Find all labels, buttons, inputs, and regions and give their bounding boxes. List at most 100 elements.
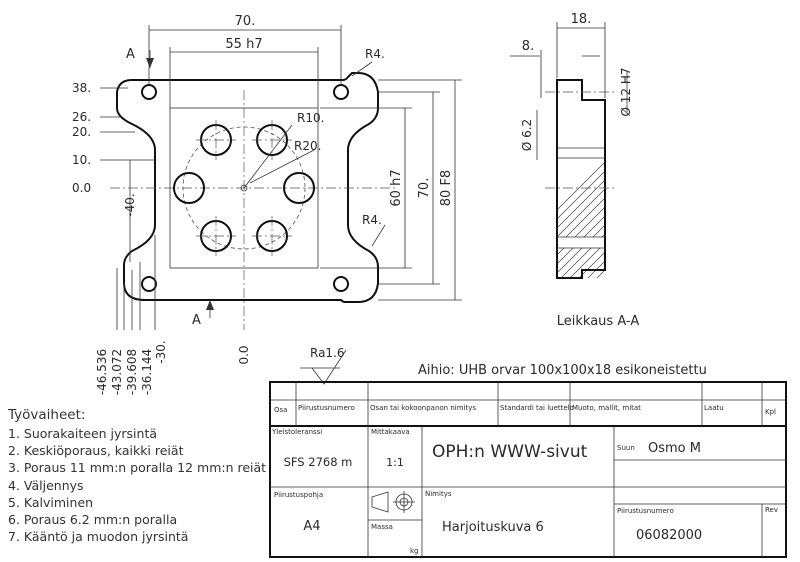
tb-yleistoleranssi-h: Yleistoleranssi	[271, 428, 322, 436]
hatch-line	[675, 90, 800, 290]
hatch-line	[560, 248, 592, 278]
hatch-line	[675, 90, 800, 290]
dim-r4-bot: R4.	[362, 213, 382, 227]
hatch-line	[557, 179, 605, 229]
ord-x-46536: -46.536	[95, 349, 109, 395]
dim-70-vert: 70.	[417, 178, 432, 199]
dim-r4-top: R4.	[365, 47, 385, 61]
hatch-line	[621, 90, 800, 290]
ord-10: 10.	[72, 153, 91, 167]
tb-yleistoleranssi: SFS 2768 m	[284, 455, 353, 469]
pitch-circle	[182, 126, 306, 250]
hatch-line	[578, 251, 605, 278]
ord-x-43072: -43.072	[110, 349, 124, 395]
tb-standardi: Standardi tai luettelo	[500, 404, 574, 412]
hole	[283, 172, 315, 204]
hatch-line	[585, 90, 785, 290]
r10-leader	[243, 124, 293, 189]
hatch-line	[557, 248, 574, 265]
hatch-line	[594, 90, 794, 290]
work-steps-list: 1. Suorakaiteen jyrsintä 2. Keskiöporaus…	[8, 425, 278, 545]
dim-70: 70.	[235, 14, 256, 29]
front-dimensions	[100, 25, 462, 330]
hatch-line	[612, 90, 800, 290]
hatch-line	[603, 90, 800, 290]
dim-18: 18.	[571, 12, 592, 27]
section-mark-bottom: A	[192, 313, 201, 328]
tb-nimitys: Harjoituskuva 6	[442, 520, 544, 535]
work-step: 3. Poraus 11 mm:n poralla 12 mm:n reiät	[8, 460, 267, 476]
hatch-line	[630, 90, 800, 290]
blank-note: Aihio: UHB orvar 100x100x18 esikoneistet…	[418, 363, 707, 378]
work-step: 6. Poraus 6.2 mm:n poralla	[8, 512, 178, 528]
tb-piir-no-h: Piirustusnumero	[617, 507, 674, 515]
hatch-line	[603, 90, 800, 290]
hatch-line	[557, 248, 583, 274]
hatch-line	[657, 90, 800, 290]
ord-x-40: -40.	[123, 193, 137, 216]
hatch-line	[666, 90, 800, 290]
work-step: 1. Suorakaiteen jyrsintä	[8, 426, 158, 441]
tb-piirustuspohja: A4	[303, 519, 320, 534]
hatch-line	[630, 90, 800, 290]
hatch-line	[522, 90, 722, 290]
hatch-line	[612, 90, 800, 290]
dim-60h7: 60 h7	[389, 169, 404, 206]
hatch-line	[639, 90, 800, 290]
hatch-line	[693, 90, 800, 290]
hatch-line	[684, 90, 800, 290]
tb-kg: kg	[410, 547, 419, 555]
dim-r20: R20.	[294, 139, 321, 153]
front-view	[110, 50, 395, 330]
work-step: 7. Kääntö ja muodon jyrsintä	[8, 529, 189, 545]
work-steps: Työvaiheet: 1. Suorakaiteen jyrsintä 2. …	[8, 407, 278, 545]
ord-26: 26.	[72, 110, 91, 124]
bolt-holes	[173, 120, 315, 256]
ord-38: 38.	[72, 81, 91, 95]
corner-hole	[141, 276, 157, 292]
dimension-labels: 70. 55 h7 R4. R10. R20. R4. A A 60 h7 70…	[72, 12, 707, 395]
tb-massa-h: Massa	[371, 523, 393, 531]
hatch-line	[513, 90, 713, 290]
hatch-line	[675, 90, 800, 290]
center-hole	[240, 184, 248, 192]
work-step: 4. Väljennys	[8, 477, 84, 493]
title-block-text: Osa Piirustusnumero Osan tai kokoonpanon…	[271, 404, 778, 555]
title-block	[269, 381, 787, 558]
hatch-line	[585, 90, 785, 290]
hatch-line	[693, 90, 800, 290]
section-outline	[556, 79, 606, 279]
tb-muoto: Muoto, mallit, mitat	[572, 404, 641, 412]
ord-x-0: 0.0	[237, 345, 251, 364]
ord-20: 20.	[72, 125, 91, 139]
dim-d12h7: Ø 12 H7	[619, 67, 633, 116]
hatch-line	[621, 90, 800, 290]
hatch-line	[693, 90, 800, 290]
hatch-line	[648, 90, 800, 290]
tb-org: OPH:n WWW-sivut	[432, 442, 588, 462]
tb-suun: Osmo M	[648, 441, 701, 456]
section-mark-top: A	[126, 47, 135, 62]
ord-x-36144: -36.144	[140, 349, 154, 395]
dim-r10: R10.	[297, 111, 324, 125]
tb-piirustuspohja-h: Piirustuspohja	[274, 491, 323, 499]
hatch-line	[666, 90, 800, 290]
tb-osa: Osa	[274, 406, 287, 414]
corner-hole	[333, 276, 349, 292]
hatch-line	[569, 248, 601, 278]
hatch-line	[612, 90, 800, 290]
dim-d62: Ø 6.2	[520, 119, 534, 151]
hatch-line	[657, 90, 800, 290]
part-outline	[116, 72, 379, 303]
hatch-line	[639, 90, 800, 290]
hatch-line	[594, 90, 794, 290]
hole	[173, 172, 205, 204]
tb-piir-no: 06082000	[636, 528, 702, 543]
corner-hole	[141, 84, 157, 100]
hatch-line	[603, 90, 800, 290]
tb-kpl: Kpl	[765, 408, 776, 416]
roughness-symbol	[300, 349, 347, 385]
tb-laatu: Laatu	[704, 404, 724, 412]
tb-mittakaava-h: Mittakaava	[371, 428, 410, 436]
